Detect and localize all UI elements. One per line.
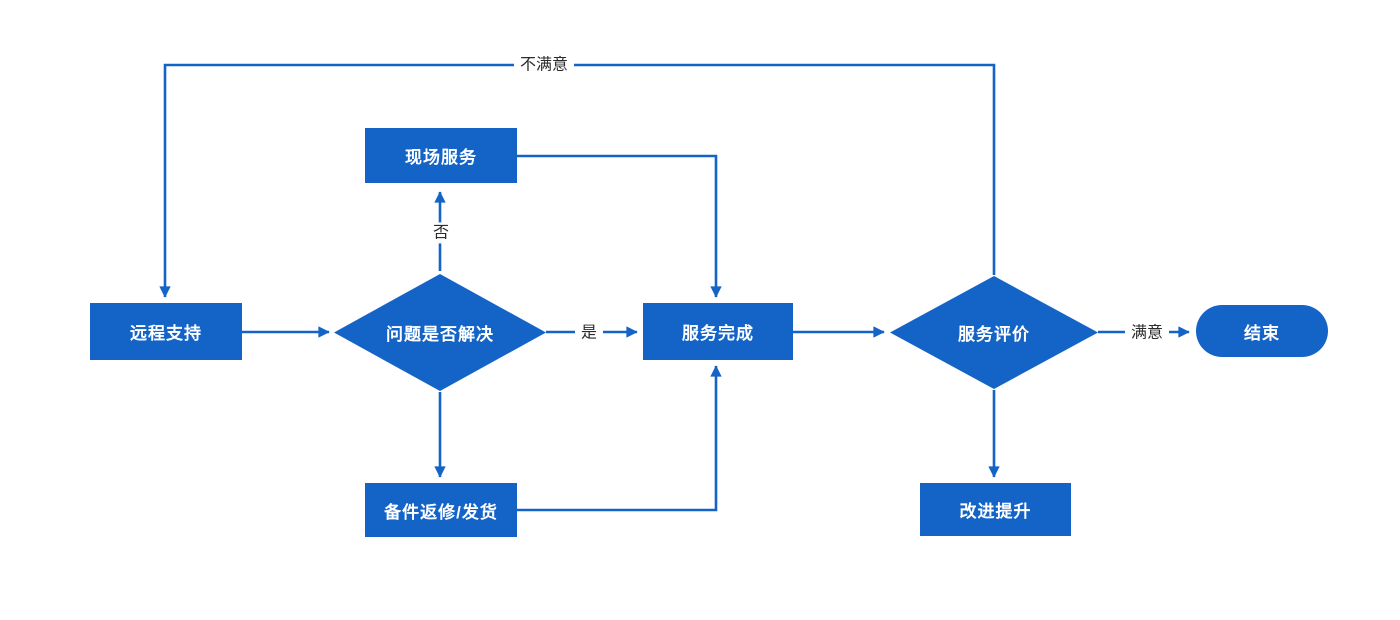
edge-onsite-to-complete xyxy=(517,154,722,298)
edge-label-unsatisfied: 不满意 xyxy=(513,54,575,76)
node-improvement-label: 改进提升 xyxy=(959,502,1032,521)
node-improvement[interactable]: 改进提升 xyxy=(920,483,1071,536)
node-service-complete-label: 服务完成 xyxy=(682,324,754,343)
edge-label-yes: 是 xyxy=(574,322,604,344)
node-problem-solved-label: 问题是否解决 xyxy=(386,325,494,344)
node-parts-repair[interactable]: 备件返修/发货 xyxy=(365,483,517,537)
node-parts-repair-label: 备件返修/发货 xyxy=(384,502,498,522)
node-end[interactable]: 结束 xyxy=(1196,305,1328,357)
edge-label-satisfied: 满意 xyxy=(1124,322,1170,344)
edge-label-no: 否 xyxy=(426,222,456,244)
node-remote-support-label: 远程支持 xyxy=(130,324,202,343)
node-service-complete[interactable]: 服务完成 xyxy=(643,303,793,360)
edge-parts-to-complete xyxy=(517,365,722,512)
node-onsite-service[interactable]: 现场服务 xyxy=(365,128,517,183)
node-service-evaluation-label: 服务评价 xyxy=(958,325,1030,344)
node-end-label: 结束 xyxy=(1244,323,1280,343)
node-remote-support[interactable]: 远程支持 xyxy=(90,303,242,360)
node-onsite-service-label: 现场服务 xyxy=(405,148,477,167)
edge-evaluation-unsatisfied-to-remote xyxy=(159,63,996,298)
